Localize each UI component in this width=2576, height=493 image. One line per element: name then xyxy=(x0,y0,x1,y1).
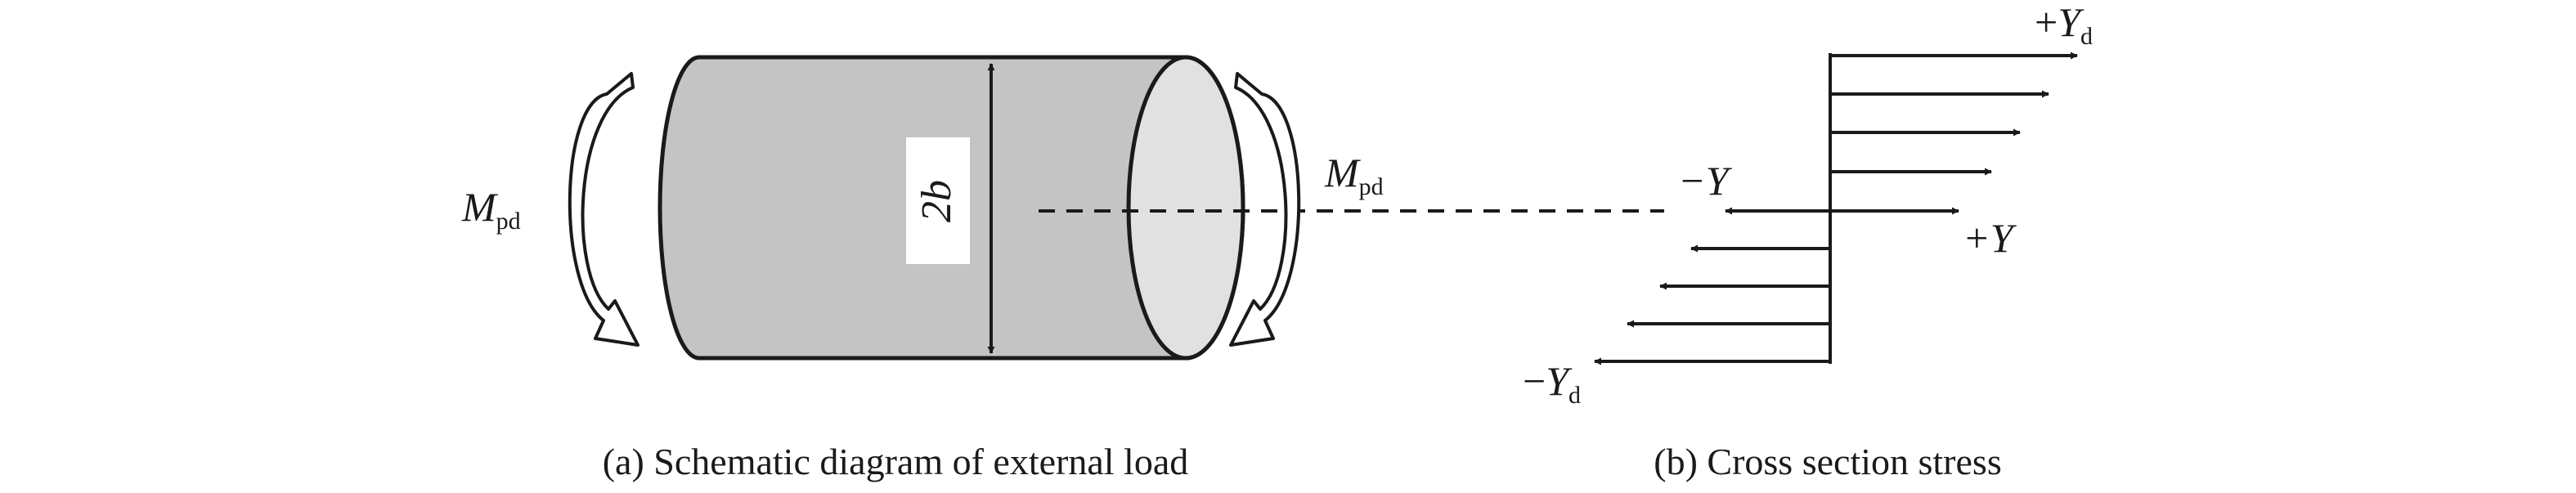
caption-a: (a) Schematic diagram of external load xyxy=(603,441,1189,482)
tension-arrows xyxy=(1830,52,2078,176)
label-pos-y: +Y xyxy=(1963,215,2017,261)
compression-arrows xyxy=(1594,244,1830,365)
panel-a-cylinder-diagram: 2b Mpd Mpd (a) Schematic diagram of exte… xyxy=(461,55,1664,482)
caption-b: (b) Cross section stress xyxy=(1654,441,2001,482)
moment-label-right: Mpd xyxy=(1324,150,1384,200)
label-neg-y: −Y xyxy=(1678,158,1733,204)
label-top-yd: +Yd xyxy=(2035,0,2093,50)
diameter-label-box xyxy=(906,137,970,264)
label-bottom-yd: −Yd xyxy=(1523,358,1581,409)
panel-b-stress-diagram: +Yd −Y +Y −Yd (b) Cross section stress xyxy=(1523,0,2093,482)
right-moment-arrow xyxy=(1229,72,1301,347)
left-moment-arrow xyxy=(568,72,640,347)
diameter-label: 2b xyxy=(913,180,960,222)
cylinder-end-face xyxy=(1126,55,1245,361)
moment-label-left: Mpd xyxy=(461,184,521,235)
